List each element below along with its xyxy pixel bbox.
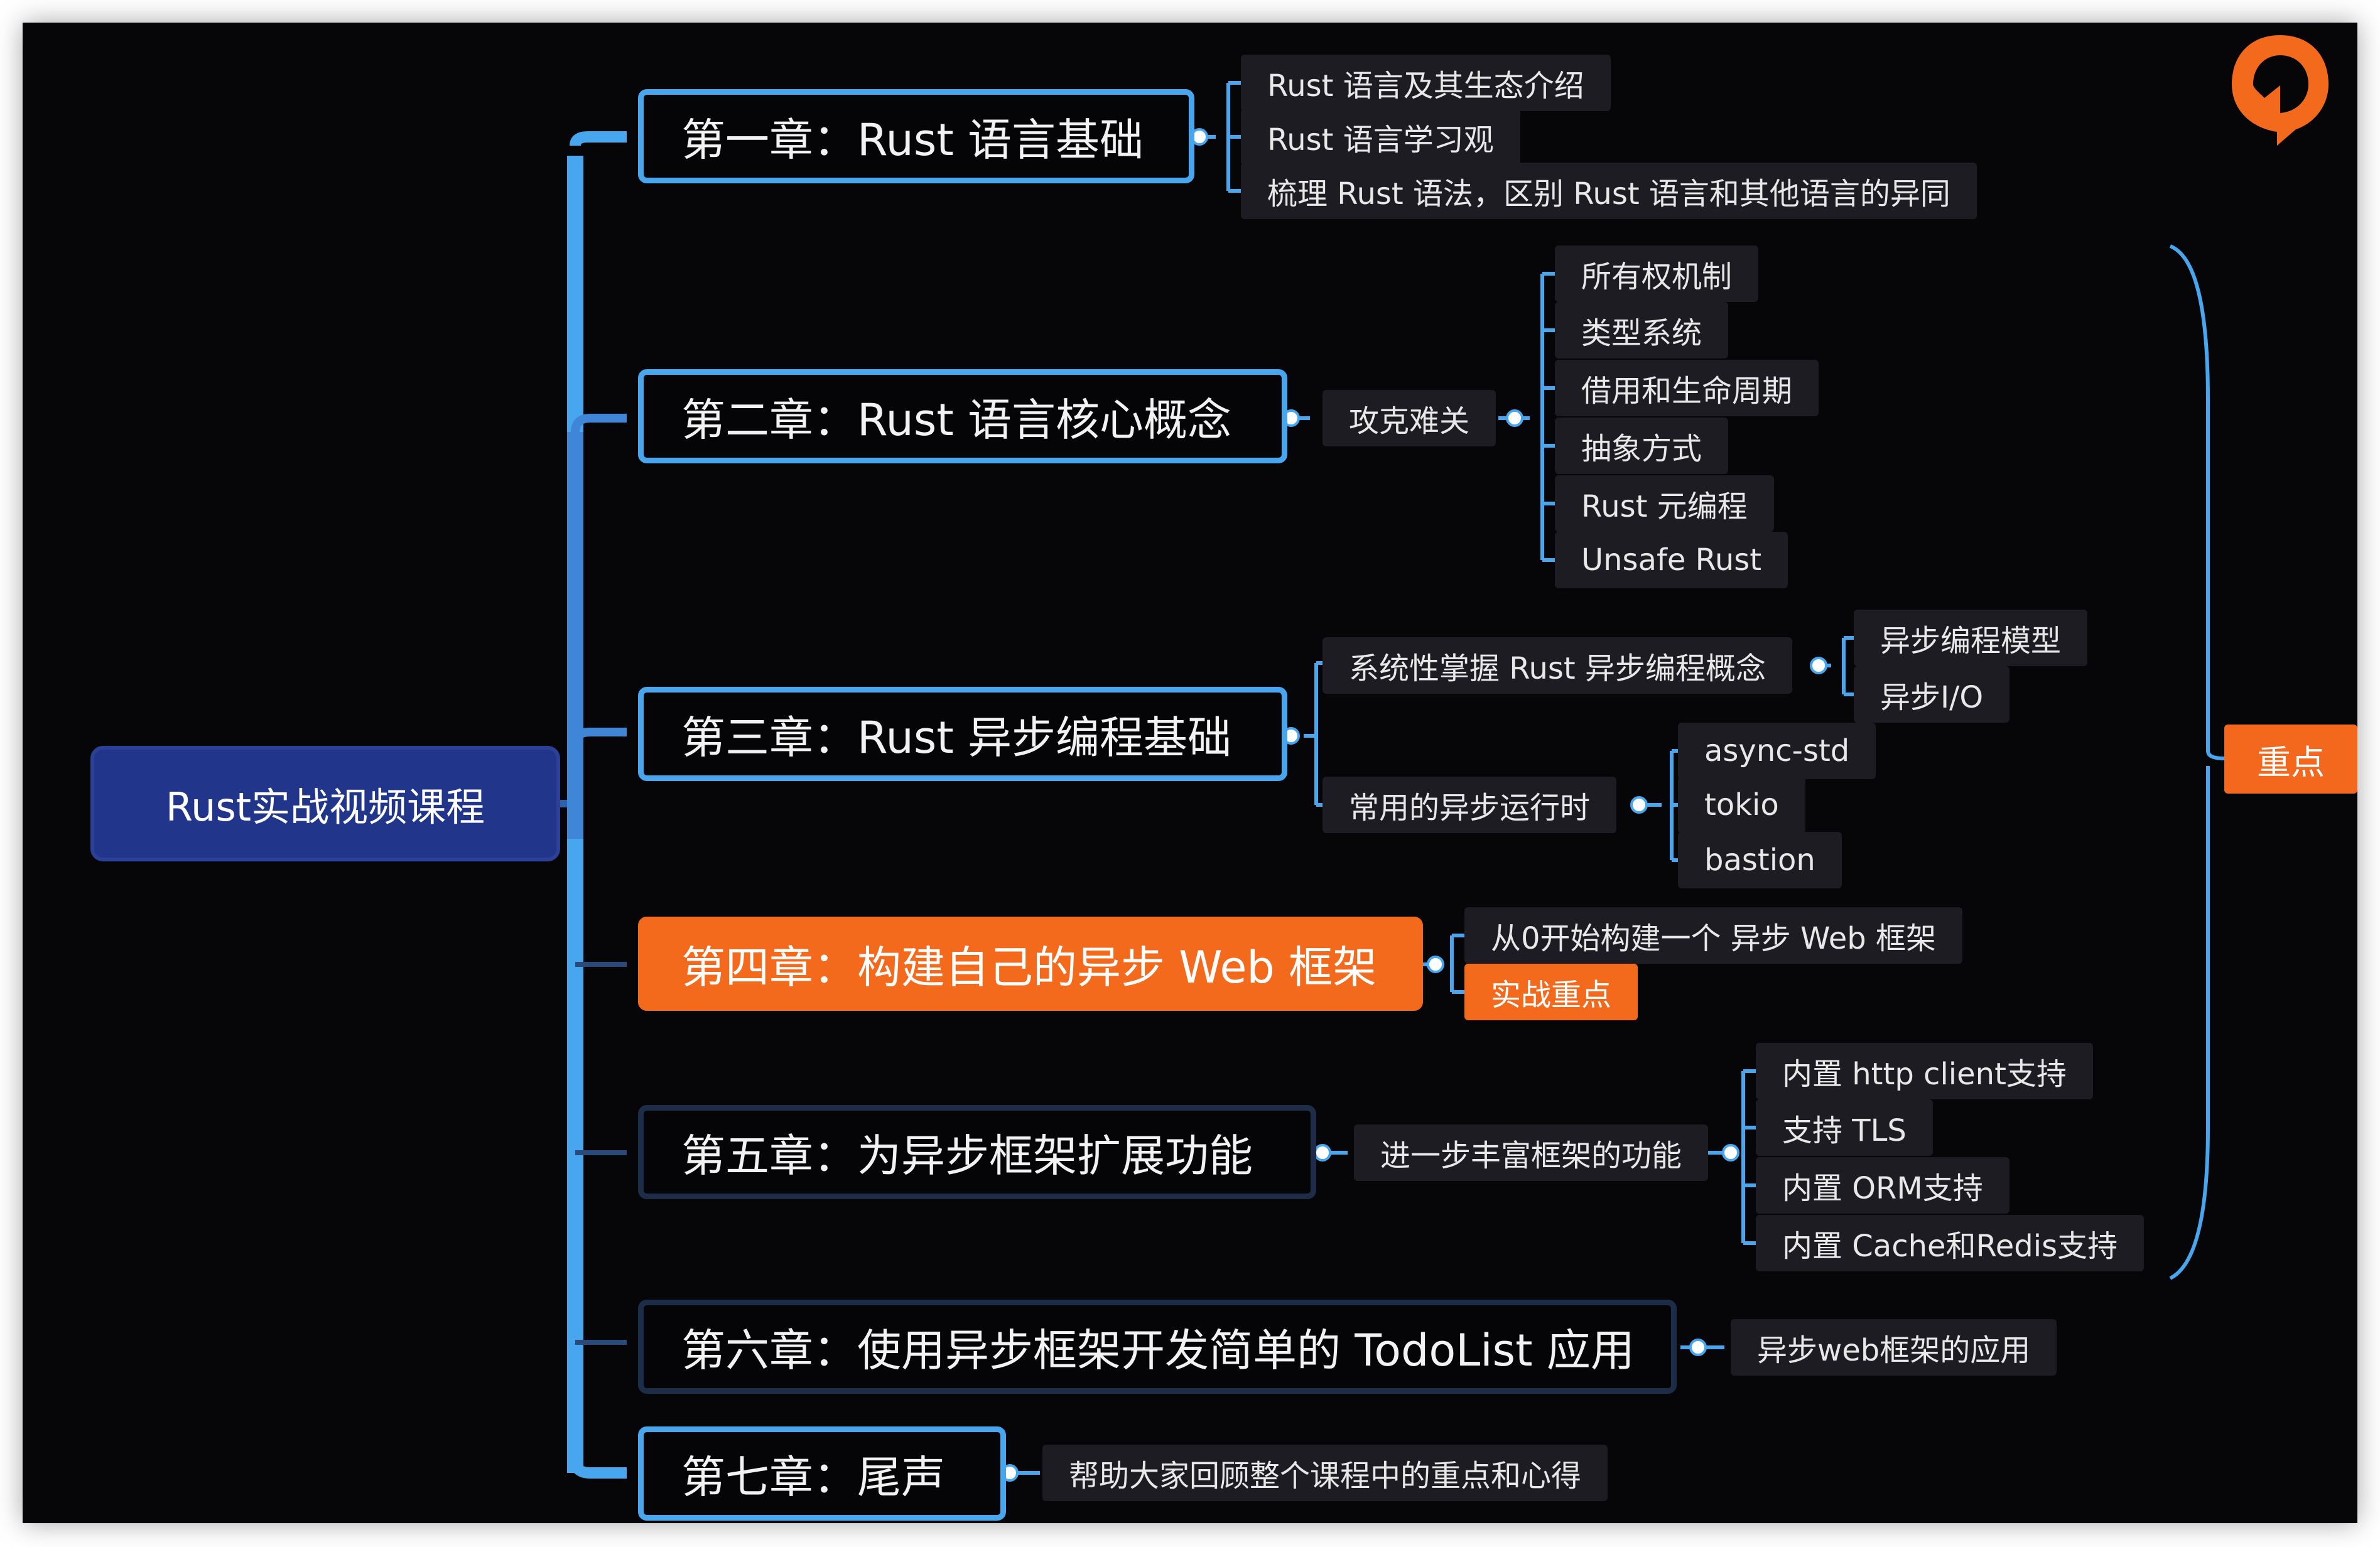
topic-node[interactable]: 借用和生命周期	[1555, 360, 1819, 416]
highlight-topic-label: 实战重点	[1491, 978, 1612, 1013]
subtopic-node[interactable]: 进一步丰富框架的功能	[1354, 1124, 1709, 1181]
topic-node[interactable]: tokio	[1678, 777, 1805, 833]
topic-node[interactable]: 从0开始构建一个 异步 Web 框架	[1464, 907, 1962, 964]
topic-node[interactable]: 支持 TLS	[1756, 1099, 1933, 1156]
brand-logo-icon	[2232, 35, 2329, 146]
chapter-4-label: 第四章：构建自己的异步 Web 框架	[681, 941, 1377, 993]
topic-label: bastion	[1704, 843, 1815, 878]
topic-label: 异步web框架的应用	[1757, 1333, 2031, 1368]
topic-node[interactable]: 内置 Cache和Redis支持	[1756, 1215, 2145, 1271]
topic-node[interactable]: 抽象方式	[1555, 418, 1729, 474]
chapter-7-node[interactable]: 第七章：尾声	[638, 1426, 1006, 1521]
topic-node[interactable]: Rust 元编程	[1555, 475, 1774, 532]
chapter-2-node[interactable]: 第二章：Rust 语言核心概念	[638, 369, 1287, 463]
topic-node[interactable]: 所有权机制	[1555, 245, 1759, 302]
topic-label: 类型系统	[1581, 316, 1702, 351]
topic-node[interactable]: bastion	[1678, 832, 1842, 888]
topic-node[interactable]: 内置 ORM支持	[1756, 1157, 2009, 1214]
subtopic-label: 攻克难关	[1349, 404, 1470, 439]
topic-label: 借用和生命周期	[1581, 374, 1793, 409]
topic-label: Rust 语言及其生态介绍	[1267, 68, 1584, 104]
topic-node[interactable]: 梳理 Rust 语法，区别 Rust 语言和其他语言的异同	[1241, 163, 1977, 219]
topic-label: 内置 Cache和Redis支持	[1782, 1229, 2118, 1264]
topic-label: Rust 语言学习观	[1267, 122, 1494, 158]
topic-label: 支持 TLS	[1782, 1113, 1907, 1148]
topic-node[interactable]: 异步编程模型	[1854, 610, 2088, 666]
topic-node[interactable]: Rust 语言学习观	[1241, 109, 1520, 165]
topic-label: 梳理 Rust 语法，区别 Rust 语言和其他语言的异同	[1267, 176, 1950, 212]
chapter-7-label: 第七章：尾声	[681, 1451, 945, 1503]
chapter-1-label: 第一章：Rust 语言基础	[681, 114, 1144, 166]
subtopic-node[interactable]: 攻克难关	[1323, 390, 1496, 446]
topic-label: 帮助大家回顾整个课程中的重点和心得	[1069, 1458, 1582, 1494]
summary-tag[interactable]: 重点	[2224, 725, 2357, 794]
chapter-6-label: 第六章：使用异步框架开发简单的 TodoList 应用	[681, 1324, 1635, 1376]
root-node[interactable]: Rust实战视频课程	[90, 746, 560, 861]
topic-node[interactable]: 异步I/O	[1854, 666, 2010, 723]
subtopic-label: 系统性掌握 Rust 异步编程概念	[1349, 651, 1766, 686]
topic-label: 所有权机制	[1581, 259, 1733, 294]
topic-node[interactable]: async-std	[1678, 723, 1876, 779]
chapter-1-node[interactable]: 第一章：Rust 语言基础	[638, 89, 1194, 183]
topic-label: Rust 元编程	[1581, 489, 1748, 524]
subtopic-node[interactable]: 系统性掌握 Rust 异步编程概念	[1323, 637, 1792, 694]
topic-label: 异步I/O	[1880, 680, 1984, 715]
topic-label: 从0开始构建一个 异步 Web 框架	[1491, 921, 1936, 956]
topic-label: 内置 http client支持	[1782, 1057, 2067, 1092]
topic-label: 抽象方式	[1581, 431, 1702, 466]
chapter-5-node[interactable]: 第五章：为异步框架扩展功能	[638, 1105, 1316, 1199]
topic-label: tokio	[1704, 787, 1779, 822]
summary-label: 重点	[2257, 742, 2325, 782]
subtopic-node[interactable]: 常用的异步运行时	[1323, 777, 1617, 833]
subtopic-label: 常用的异步运行时	[1349, 790, 1591, 826]
topic-node[interactable]: 帮助大家回顾整个课程中的重点和心得	[1042, 1445, 1608, 1501]
topic-label: 内置 ORM支持	[1782, 1171, 1983, 1206]
mindmap-canvas: Rust实战视频课程 第一章：Rust 语言基础 第二章：Rust 语言核心概念…	[23, 23, 2357, 1523]
subtopic-label: 进一步丰富框架的功能	[1380, 1138, 1682, 1173]
topic-node[interactable]: Unsafe Rust	[1555, 532, 1788, 588]
chapter-6-node[interactable]: 第六章：使用异步框架开发简单的 TodoList 应用	[638, 1300, 1677, 1394]
topic-label: 异步编程模型	[1880, 623, 2062, 659]
chapter-5-label: 第五章：为异步框架扩展功能	[681, 1129, 1253, 1182]
chapter-3-node[interactable]: 第三章：Rust 异步编程基础	[638, 687, 1287, 781]
topic-node[interactable]: 异步web框架的应用	[1731, 1319, 2057, 1376]
chapter-2-label: 第二章：Rust 语言核心概念	[681, 394, 1232, 446]
topic-node[interactable]: 类型系统	[1555, 302, 1729, 358]
highlight-topic-node[interactable]: 实战重点	[1464, 964, 1638, 1020]
topic-label: Unsafe Rust	[1581, 542, 1762, 578]
chapter-3-label: 第三章：Rust 异步编程基础	[681, 711, 1232, 763]
topic-node[interactable]: Rust 语言及其生态介绍	[1241, 55, 1611, 111]
topic-node[interactable]: 内置 http client支持	[1756, 1043, 2093, 1099]
root-label: Rust实战视频课程	[165, 784, 485, 830]
chapter-4-node[interactable]: 第四章：构建自己的异步 Web 框架	[638, 917, 1423, 1011]
topic-label: async-std	[1704, 733, 1850, 768]
